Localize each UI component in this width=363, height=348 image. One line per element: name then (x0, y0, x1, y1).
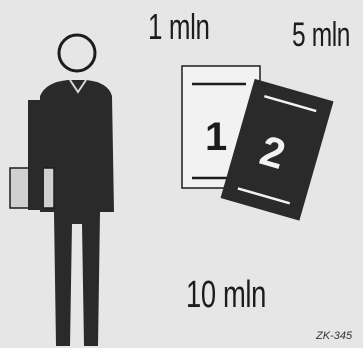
document-1-number: 1 (205, 115, 227, 159)
person-arm (28, 100, 44, 210)
person-head (59, 35, 95, 71)
label-1-min: 1 mln (148, 6, 210, 48)
person-body (40, 80, 114, 346)
figure-id: ZK-345 (316, 330, 352, 342)
label-10-min: 10 mln (186, 274, 266, 317)
person-figure (10, 35, 114, 346)
label-5-min: 5 mln (292, 16, 350, 55)
